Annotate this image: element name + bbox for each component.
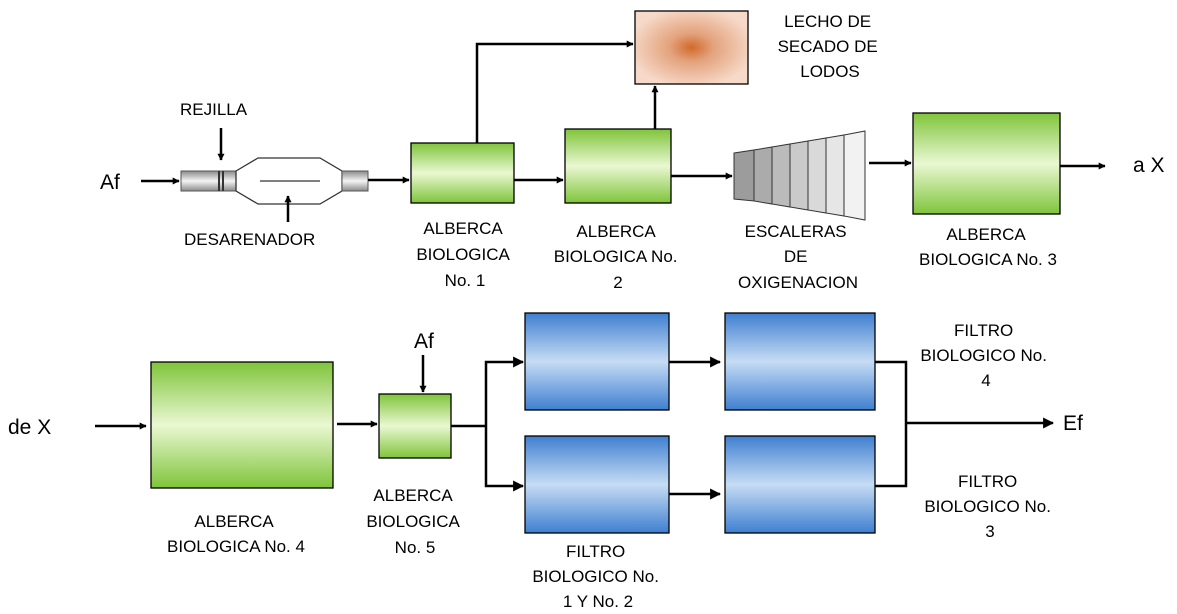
alberca-biologica-1 xyxy=(410,142,515,204)
escalera-step-2 xyxy=(753,146,773,205)
alberca2-label: ALBERCA BIOLOGICA No. 2 xyxy=(554,222,683,292)
desarenador-label: DESARENADOR xyxy=(184,230,315,249)
filtro-biologico-3 xyxy=(724,435,876,534)
alberca1-label: ALBERCA BIOLOGICA No. 1 xyxy=(416,219,513,290)
af-top-label: Af xyxy=(414,330,434,353)
alberca-biologica-3 xyxy=(912,112,1061,215)
arrow-split-to-filtro2 xyxy=(484,426,525,492)
arrow-split-to-filtro1 xyxy=(484,356,525,426)
filtro4-label: FILTRO BIOLOGICO No. 4 xyxy=(920,321,1051,390)
filtro-biologico-4 xyxy=(724,312,876,411)
arrow-alberca1-to-lecho xyxy=(475,40,634,143)
connector-filtro3-merge xyxy=(875,423,908,488)
filtro12-label: FILTRO BIOLOGICO No. 1 Y No. 2 xyxy=(532,542,663,611)
filtro-biologico-1 xyxy=(524,312,670,411)
ef-label: Ef xyxy=(1063,412,1083,435)
alberca-biologica-2 xyxy=(564,128,672,204)
alberca3-label: ALBERCA BIOLOGICA No. 3 xyxy=(919,225,1057,269)
alberca4-label: ALBERCA BIOLOGICA No. 4 xyxy=(167,512,305,556)
inlet-pipe xyxy=(180,170,237,192)
alberca-biologica-4 xyxy=(150,361,334,489)
escalera-step-3 xyxy=(771,143,791,208)
filtro3-label: FILTRO BIOLOGICO No. 3 xyxy=(924,472,1055,541)
alberca5-label: ALBERCA BIOLOGICA No. 5 xyxy=(366,486,463,557)
filtro-biologico-2 xyxy=(524,435,670,534)
escalera-step-4 xyxy=(789,140,809,211)
escalera-step-5 xyxy=(807,137,827,214)
rejilla-desarenador-unit xyxy=(180,157,369,205)
escalera-step-6 xyxy=(825,134,845,217)
escaleras-oxigenacion xyxy=(733,130,866,221)
de-x-label: de X xyxy=(8,416,51,439)
outlet-pipe xyxy=(341,170,369,192)
escalera-step-7 xyxy=(843,130,866,221)
af-inlet-label: Af xyxy=(100,171,120,194)
lecho-label: LECHO DE SECADO DE LODOS xyxy=(778,12,883,81)
connector-filtro4-merge xyxy=(875,360,908,423)
a-x-label: a X xyxy=(1133,154,1165,177)
rejilla-label: REJILLA xyxy=(180,100,248,119)
escalera-step-1 xyxy=(733,149,755,202)
lecho-secado-lodos xyxy=(634,10,749,85)
escaleras-label: ESCALERAS DE OXIGENACION xyxy=(738,222,858,292)
alberca-biologica-5 xyxy=(378,393,452,459)
